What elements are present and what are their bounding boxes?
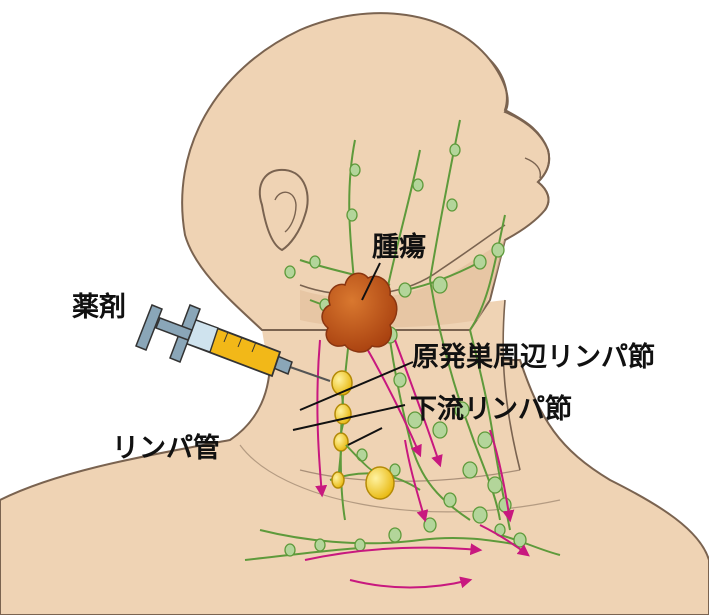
downstream-node-2: [332, 472, 344, 488]
label-lymph-vessel: リンパ管: [112, 433, 220, 464]
label-downstream-nodes: 下流リンパ節: [410, 393, 572, 425]
label-primary-nodes: 原発巣周辺リンパ節: [412, 341, 655, 373]
downstream-node-1: [334, 433, 348, 451]
label-drug: 薬剤: [72, 291, 126, 323]
label-tumor: 腫瘍: [372, 231, 426, 263]
downstream-node-3: [366, 467, 394, 499]
